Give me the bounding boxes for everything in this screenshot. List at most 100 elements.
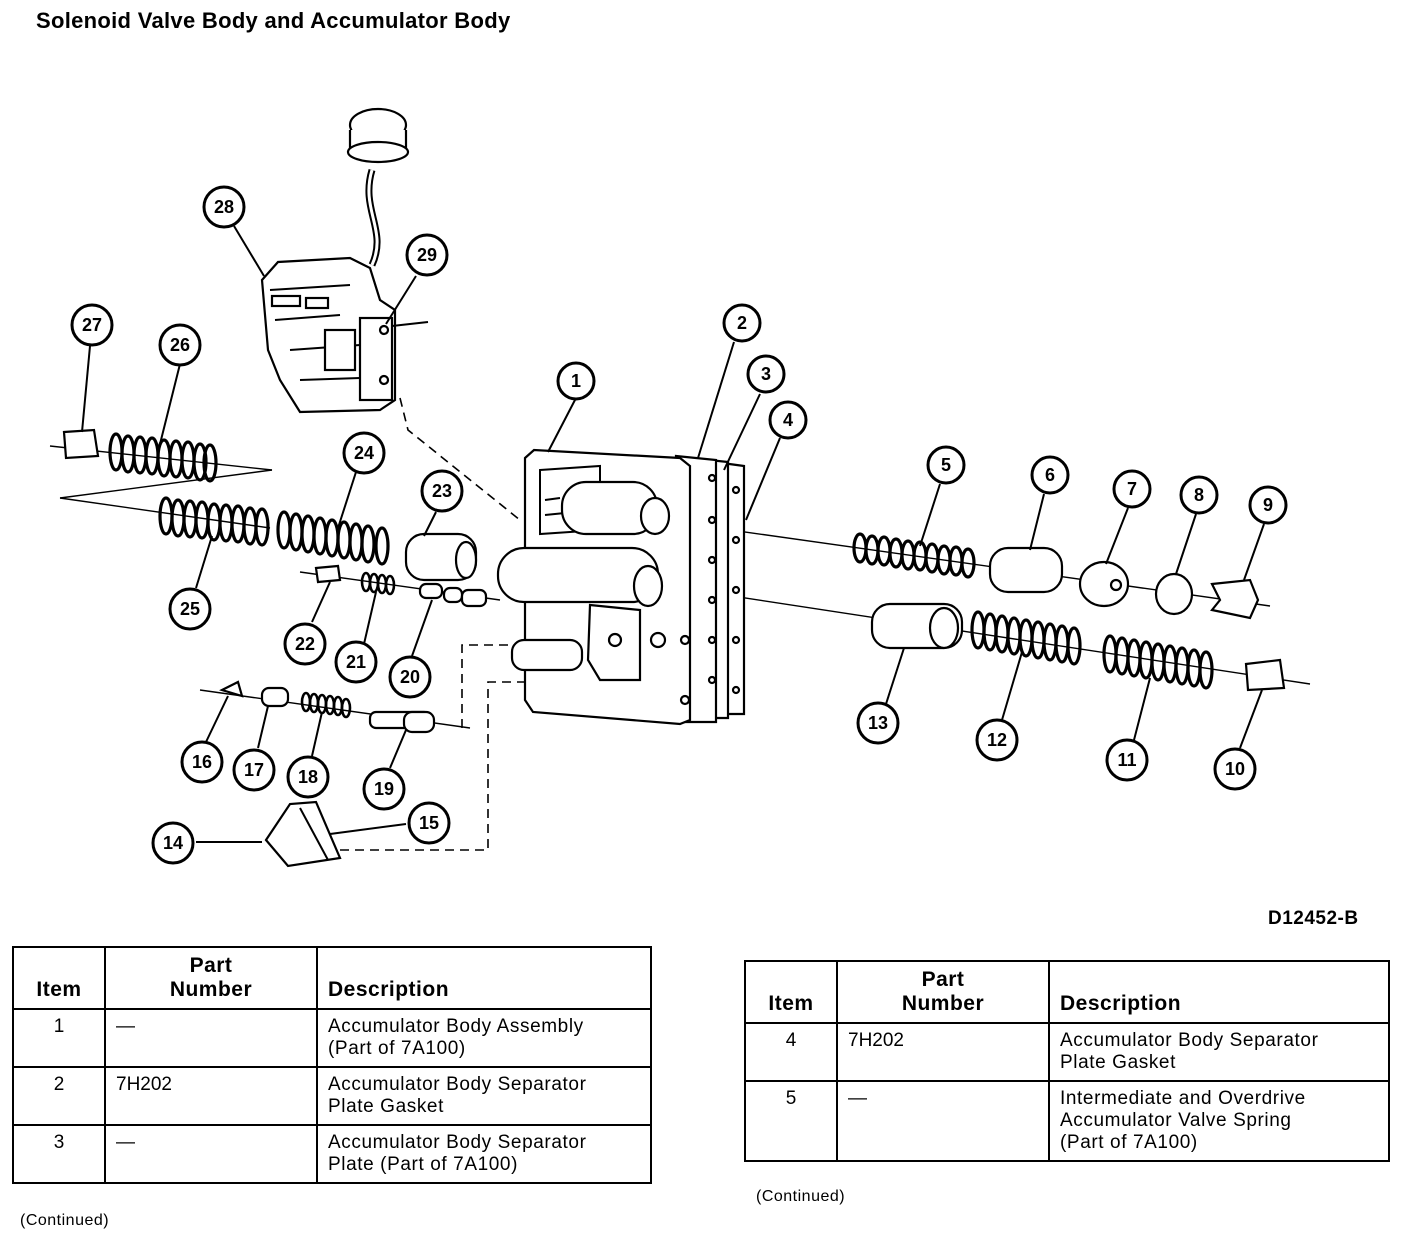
part-number: — — [836, 1080, 1050, 1162]
svg-text:1: 1 — [571, 371, 581, 391]
callout-24: 24 — [342, 431, 386, 475]
svg-text:4: 4 — [783, 410, 793, 430]
callout-10: 10 — [1213, 747, 1257, 791]
dashed-guides — [340, 397, 525, 851]
accumulator-body-and-plates — [496, 448, 746, 726]
callout-12: 12 — [975, 718, 1019, 762]
callout-3: 3 — [746, 354, 786, 394]
callout-26: 26 — [158, 323, 202, 367]
svg-text:3: 3 — [761, 364, 771, 384]
left-side-components — [62, 428, 488, 868]
item-number: 2 — [12, 1066, 106, 1126]
part-number: — — [104, 1124, 318, 1184]
svg-text:17: 17 — [244, 760, 264, 780]
svg-text:14: 14 — [163, 833, 183, 853]
svg-text:10: 10 — [1225, 759, 1245, 779]
callout-27: 27 — [70, 303, 114, 347]
callout-7: 7 — [1112, 469, 1152, 509]
callout-13: 13 — [856, 701, 900, 745]
callout-17: 17 — [232, 748, 276, 792]
callout-19: 19 — [362, 767, 406, 811]
callouts: 1 2 3 4 5 6 7 8 9 10 11 12 13 14 15 16 1… — [70, 185, 1288, 865]
svg-text:20: 20 — [400, 667, 420, 687]
continued-note-left: (Continued) — [20, 1212, 110, 1229]
callout-25: 25 — [168, 587, 212, 631]
item-number: 3 — [12, 1124, 106, 1184]
header-description: Description — [1048, 960, 1390, 1024]
svg-text:8: 8 — [1194, 485, 1204, 505]
callout-4: 4 — [768, 400, 808, 440]
svg-text:12: 12 — [987, 730, 1007, 750]
svg-text:24: 24 — [354, 443, 374, 463]
svg-text:2: 2 — [737, 313, 747, 333]
header-item: Item — [744, 960, 838, 1024]
svg-text:23: 23 — [432, 481, 452, 501]
svg-text:5: 5 — [941, 455, 951, 475]
callout-6: 6 — [1030, 455, 1070, 495]
item-number: 1 — [12, 1008, 106, 1068]
callout-15: 15 — [407, 801, 451, 845]
header-item: Item — [12, 946, 106, 1010]
svg-text:22: 22 — [295, 634, 315, 654]
svg-text:9: 9 — [1263, 495, 1273, 515]
svg-text:29: 29 — [417, 245, 437, 265]
description: Accumulator Body Assembly(Part of 7A100) — [316, 1008, 652, 1068]
callout-1: 1 — [556, 361, 596, 401]
callout-9: 9 — [1248, 485, 1288, 525]
svg-text:13: 13 — [868, 713, 888, 733]
svg-text:11: 11 — [1117, 750, 1136, 770]
header-description: Description — [316, 946, 652, 1010]
callout-5: 5 — [926, 445, 966, 485]
callout-23: 23 — [420, 469, 464, 513]
svg-text:16: 16 — [192, 752, 212, 772]
svg-text:18: 18 — [298, 767, 318, 787]
figure-id: D12452-B — [1268, 908, 1359, 929]
svg-text:19: 19 — [374, 779, 394, 799]
table-row: 1 — Accumulator Body Assembly(Part of 7A… — [12, 1008, 652, 1068]
svg-text:6: 6 — [1045, 465, 1055, 485]
svg-text:7: 7 — [1127, 479, 1137, 499]
callout-2: 2 — [722, 303, 762, 343]
exploded-view-diagram: 1 2 3 4 5 6 7 8 9 10 11 12 13 14 15 16 1… — [49, 107, 1311, 868]
continued-note-right: (Continued) — [756, 1188, 846, 1205]
callout-16: 16 — [180, 740, 224, 784]
callout-14: 14 — [151, 821, 195, 865]
right-side-components — [852, 532, 1286, 692]
callout-20: 20 — [388, 655, 432, 699]
callout-29: 29 — [405, 233, 449, 277]
callout-28: 28 — [202, 185, 246, 229]
leader-lines — [81, 225, 1265, 843]
item-number: 5 — [744, 1080, 838, 1162]
callout-21: 21 — [334, 640, 378, 684]
callout-8: 8 — [1179, 475, 1219, 515]
callout-11: 11 — [1105, 738, 1149, 782]
svg-text:15: 15 — [419, 813, 439, 833]
part-number: — — [104, 1008, 318, 1068]
svg-text:25: 25 — [180, 599, 200, 619]
callout-18: 18 — [286, 755, 330, 799]
svg-text:26: 26 — [170, 335, 190, 355]
svg-text:27: 27 — [82, 315, 102, 335]
part-number: 7H202 — [836, 1022, 1050, 1082]
item-number: 4 — [744, 1022, 838, 1082]
svg-text:28: 28 — [214, 197, 234, 217]
diagram-title: Solenoid Valve Body and Accumulator Body — [36, 8, 511, 33]
solenoid-body-assembly — [260, 107, 429, 414]
callout-22: 22 — [283, 622, 327, 666]
svg-text:21: 21 — [346, 652, 366, 672]
part-number: 7H202 — [104, 1066, 318, 1126]
